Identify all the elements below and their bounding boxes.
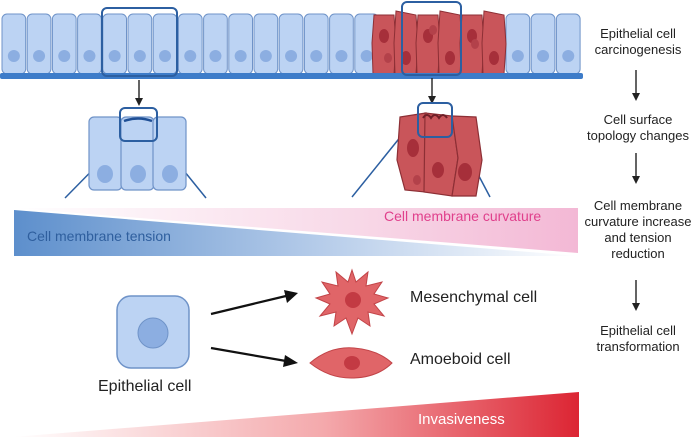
zoomed-normal-cells [64,107,207,199]
zoom-box-cancer-small [417,102,453,138]
zoomed-cancer-cells [351,102,491,198]
flow-arrow-3 [632,280,640,311]
step-line: Epithelial cell [600,323,676,338]
step-line: reduction [611,246,665,261]
cell-nucleus [537,50,550,62]
normal-epithelial-cells [1,13,581,75]
step-line: carcinogenesis [594,42,682,57]
epithelial-cell [26,13,52,75]
step-carcinogenesis: Epithelial cell carcinogenesis [578,26,698,58]
cell-nucleus [511,50,524,62]
cell-nucleus [360,50,373,62]
epithelial-cell-illustration [116,295,190,369]
cancer-nucleus [445,51,455,65]
epithelial-cell [253,13,279,75]
zoom-arrow-normal [135,80,143,106]
flow-arrow-1 [632,70,640,101]
tension-wedge [14,210,578,256]
epithelium-strip [0,1,583,79]
cell-nucleus [184,50,197,62]
step-line: Cell surface [603,112,673,127]
zoom-box-normal [101,7,178,77]
cell-nucleus [33,50,46,62]
basement-membrane [0,73,583,79]
cell-nucleus [335,50,348,62]
epithelial-cell [228,13,254,75]
cell-nucleus [234,50,247,62]
step-line: and tension [604,230,672,245]
mesenchymal-cell-illustration [314,268,390,336]
step-line: Epithelial cell [600,26,676,41]
cancer-nucleus [429,25,437,35]
step-topology: Cell surface topology changes [578,112,698,144]
epithelial-cell [102,13,128,75]
arrow-to-mesenchymal [210,290,298,316]
cell-nucleus [310,50,323,62]
invasiveness-wedge [12,392,579,437]
cell-nucleus [209,50,222,62]
epithelial-cell [127,13,153,75]
mesenchymal-cell-label: Mesenchymal cell [410,289,538,306]
cell-nucleus [562,50,575,62]
zoom-box-normal-small [119,107,158,142]
cell-nucleus [133,50,146,62]
epithelial-cell [203,13,228,75]
tension-curvature-gradients [14,208,578,256]
zoom-arrow-cancer [428,78,436,104]
cancer-nucleus [401,51,411,65]
step-curvature-tension: Cell membrane curvature increase and ten… [578,198,698,262]
epithelial-cell [329,13,354,75]
cancer-nucleus [471,39,479,49]
cancer-nucleus [384,53,392,63]
cell-nucleus [83,50,96,62]
epithelial-cell [1,13,27,75]
cell-nucleus [58,50,71,62]
epithelial-cell [530,13,556,75]
epithelial-cell [177,13,203,75]
cancer-nucleus [489,51,499,65]
step-line: curvature increase [584,214,692,229]
tension-label: Cell membrane tension [27,228,171,244]
cell-nucleus [259,50,272,62]
epithelial-cell [303,13,329,75]
step-line: topology changes [587,128,689,143]
epithelial-cell [51,13,77,75]
invasiveness-label: Invasiveness [418,411,505,428]
amoeboid-cell-label: Amoeboid cell [410,351,511,368]
step-line: transformation [596,339,680,354]
epithelial-cell-label: Epithelial cell [98,378,192,395]
cell-nucleus [7,50,20,62]
step-line: Cell membrane [593,198,683,213]
cancer-cell [371,14,397,75]
epithelial-cell [77,13,102,75]
cancer-cell [415,14,441,75]
zoom-box-cancer [401,1,462,76]
epithelial-cell [505,13,531,75]
epithelial-cell [152,13,178,75]
curvature-wedge [14,208,578,253]
cancer-nucleus [379,29,389,43]
epithelial-cell [555,13,581,75]
epithelial-cell [278,13,304,75]
step-transformation: Epithelial cell transformation [578,323,698,355]
cell-nucleus [159,50,172,62]
cancer-cell-cluster [371,10,507,75]
flow-arrow-2 [632,153,640,184]
curvature-label: Cell membrane curvature [384,208,542,224]
cell-nucleus [285,50,298,62]
arrow-to-amoeboid [210,346,298,367]
amoeboid-cell-illustration [309,347,393,379]
cell-nucleus [108,50,121,62]
